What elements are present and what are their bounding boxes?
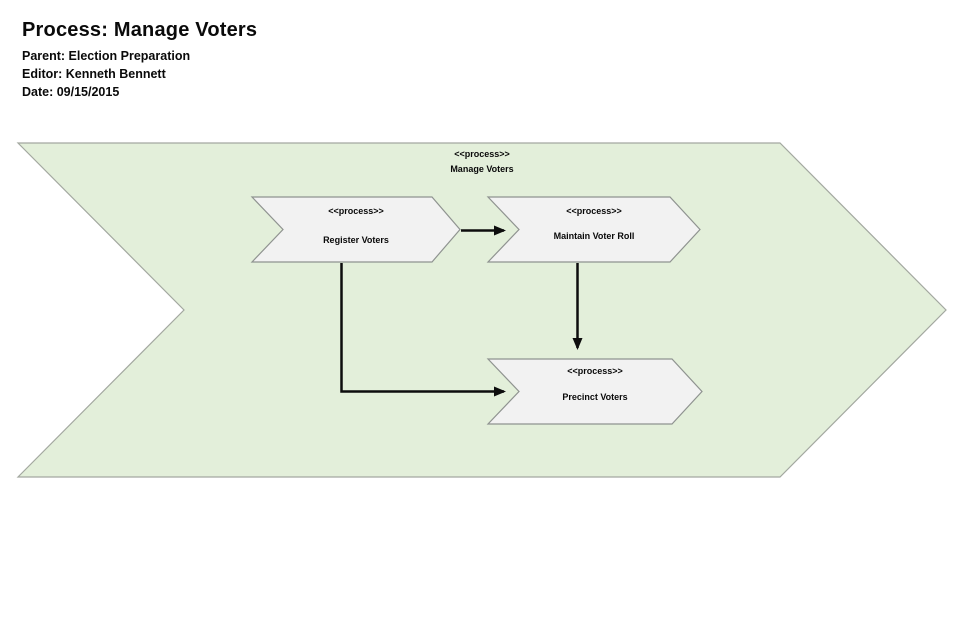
register-voters-stereotype: <<process>> (328, 206, 384, 216)
precinct-voters-shape (486, 358, 703, 425)
container-process-shape (16, 142, 947, 478)
register-voters-shape (250, 196, 461, 263)
process-node-precinct-voters: <<process>> Precinct Voters (486, 358, 703, 425)
register-voters-label: Register Voters (323, 235, 389, 245)
container-label: Manage Voters (450, 164, 513, 174)
page-title: Process: Manage Voters (22, 19, 258, 41)
editor-line: Editor: Kenneth Bennett (22, 67, 166, 81)
parent-line: Parent: Election Preparation (22, 49, 191, 63)
maintain-voter-roll-label: Maintain Voter Roll (554, 231, 635, 241)
process-node-register-voters: <<process>> Register Voters (250, 196, 461, 263)
precinct-voters-label: Precinct Voters (562, 392, 627, 402)
precinct-voters-stereotype: <<process>> (567, 366, 623, 376)
connector-register-to-precinct (340, 263, 506, 397)
title-block: Process: Manage Voters Parent: Election … (22, 18, 257, 101)
container-stereotype: <<process>> (454, 149, 510, 159)
maintain-voter-roll-stereotype: <<process>> (566, 206, 622, 216)
date-line: Date: 09/15/2015 (22, 85, 120, 99)
maintain-voter-roll-shape (486, 196, 701, 263)
process-node-maintain-voter-roll: <<process>> Maintain Voter Roll (486, 196, 701, 263)
